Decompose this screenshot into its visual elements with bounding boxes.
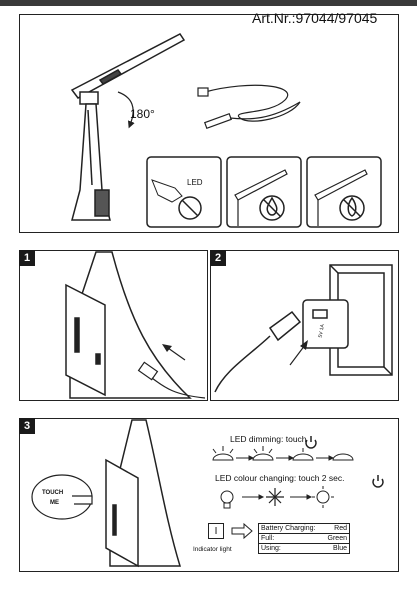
snowflake-icon bbox=[266, 488, 284, 506]
indicator-light-symbol: I bbox=[208, 523, 224, 539]
power-icon bbox=[305, 436, 384, 488]
indicator-legend: Battery Charging:Red Full:Green Using:Bl… bbox=[258, 523, 350, 554]
prohibited-icon bbox=[178, 196, 202, 220]
article-number: Art.Nr.:97044/97045 bbox=[252, 10, 378, 26]
hand-icon bbox=[151, 179, 183, 203]
usb-cable-icon bbox=[197, 84, 301, 130]
top-bar bbox=[0, 0, 417, 6]
legend-row: Using:Blue bbox=[259, 543, 349, 552]
no-fire-icon bbox=[339, 195, 365, 221]
angle-label: 180° bbox=[130, 107, 155, 121]
micro-usb-plug-icon bbox=[137, 361, 206, 399]
usb-adapter-icon bbox=[302, 299, 349, 349]
led-label: LED bbox=[187, 178, 203, 187]
lamp-base-3-icon bbox=[105, 419, 182, 568]
step-2-number: 2 bbox=[210, 250, 226, 266]
dimming-icons bbox=[212, 446, 354, 461]
dimming-label: LED dimming: touch bbox=[230, 434, 307, 444]
no-water-icon bbox=[259, 195, 285, 221]
legend-row: Battery Charging:Red bbox=[261, 525, 347, 532]
colour-changing-label: LED colour changing: touch 2 sec. bbox=[215, 473, 345, 483]
arrow-right-icon bbox=[231, 522, 253, 540]
bulb-icon bbox=[220, 490, 234, 509]
indicator-light-label: Indicator light bbox=[193, 546, 232, 553]
touch-button-icon bbox=[31, 474, 93, 520]
lamp-base-icon bbox=[65, 251, 192, 399]
sun-icon bbox=[312, 486, 334, 508]
lamp-head-icon bbox=[70, 33, 186, 99]
step-3-number: 3 bbox=[19, 418, 35, 434]
usb-plug-icon bbox=[214, 310, 302, 393]
lamp-body-icon bbox=[71, 91, 111, 221]
touch-label: TOUCH bbox=[42, 490, 64, 496]
step-1-number: 1 bbox=[19, 250, 35, 266]
legend-row: Full:Green bbox=[259, 533, 349, 542]
me-label: ME bbox=[50, 500, 59, 506]
led-touch-box bbox=[146, 156, 222, 228]
